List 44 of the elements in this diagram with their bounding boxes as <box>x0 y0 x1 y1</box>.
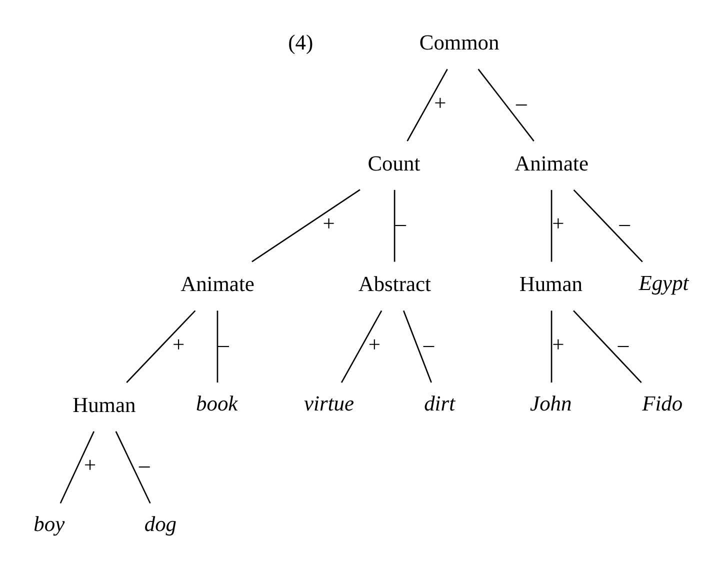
edge-label: + <box>172 332 185 356</box>
connector <box>126 310 196 382</box>
connector <box>550 189 552 262</box>
node-text: boy <box>34 512 65 536</box>
node-text: Animate <box>180 272 254 296</box>
edge-label: + <box>322 211 335 236</box>
edge-label: – <box>395 211 406 236</box>
node-text: John <box>530 391 572 415</box>
connector <box>550 310 552 382</box>
edge-label: + <box>368 332 380 356</box>
edge-label: – <box>218 332 229 356</box>
node-text: Animate <box>514 150 589 175</box>
node-text: dirt <box>424 391 456 415</box>
node-text: Human <box>519 272 582 296</box>
node-text: Common <box>419 30 500 54</box>
connector <box>402 310 432 382</box>
connector <box>60 430 95 504</box>
edge-label: + <box>84 452 96 477</box>
connector <box>394 189 396 262</box>
node-text: Egypt <box>638 270 689 294</box>
node-text: Human <box>72 392 136 416</box>
edge-label: – <box>619 211 630 236</box>
node-text: virtue <box>304 391 354 415</box>
edge-label: – <box>618 332 629 356</box>
connector <box>478 68 534 141</box>
connector <box>216 310 218 382</box>
edge-label: + <box>434 90 446 114</box>
edge-label: – <box>138 452 150 477</box>
edge-label: + <box>552 332 564 356</box>
connector <box>406 68 448 141</box>
edge-label: – <box>423 332 434 356</box>
node-text: Abstract <box>358 272 432 296</box>
label: (4) <box>288 30 314 54</box>
connector <box>573 188 643 262</box>
connector <box>340 310 382 382</box>
edge-label: – <box>516 90 527 114</box>
connector <box>252 188 360 262</box>
node-text: dog <box>144 512 177 536</box>
node-text: Count <box>368 150 420 175</box>
connector <box>573 310 642 382</box>
edge-label: + <box>552 211 564 236</box>
node-text: Fido <box>642 391 683 415</box>
node-text: book <box>196 391 238 415</box>
connector <box>115 430 151 504</box>
